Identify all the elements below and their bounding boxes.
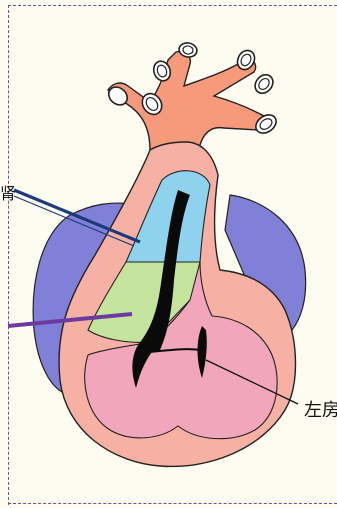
left-label: 肾 [0,180,16,204]
right-label-left-atrium: 左房 [304,396,337,422]
vessel-opening-5 [251,71,276,97]
